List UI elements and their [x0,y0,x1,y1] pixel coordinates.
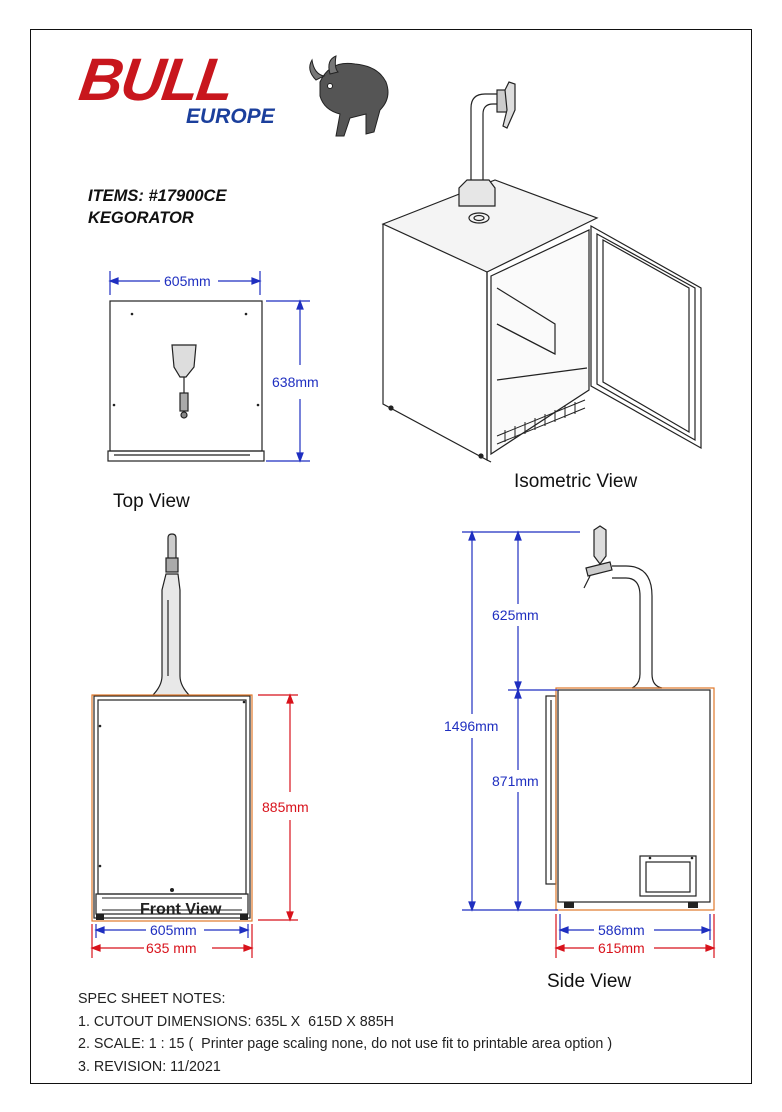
side-overall-label: 1496mm [444,718,498,734]
isometric-view-drawing [381,81,702,463]
bull-mascot-icon [309,55,389,137]
front-height-label: 885mm [262,799,309,815]
top-width-label: 605mm [164,273,211,289]
notes-heading: SPEC SHEET NOTES: [78,991,226,1007]
logo-region: EUROPE [186,105,275,128]
side-tower-label: 625mm [492,607,539,623]
front-width-label: 605mm [150,922,197,938]
item-title: ITEMS: #17900CE KEGORATOR [88,185,226,229]
front-cutout-label: 635 mm [146,940,197,956]
side-view-drawing: 625mm 1496mm 871mm 586mm 615mm [444,525,716,958]
isometric-view-label: Isometric View [514,471,638,492]
side-view-label: Side View [547,971,632,992]
top-view-drawing: 605mm 638mm [107,271,319,463]
note-scale: 2. SCALE: 1 : 15 ( Printer page scaling … [78,1036,613,1052]
spec-sheet-border [30,29,752,1084]
note-cutout: 1. CUTOUT DIMENSIONS: 635L X 615D X 885H [78,1013,394,1030]
side-body-label: 871mm [492,773,539,789]
logo-brand: BULL [75,46,237,113]
front-view-drawing: Front View 885mm 605mm 635 mm [90,533,309,958]
spec-notes: SPEC SHEET NOTES: 1. CUTOUT DIMENSIONS: … [78,988,612,1078]
side-depth-label: 586mm [598,922,645,938]
top-view-label: Top View [113,491,190,512]
front-view-overlay-label: Front View [140,901,222,918]
side-cutout-label: 615mm [598,940,645,956]
item-name: KEGORATOR [88,209,194,227]
note-revision: 3. REVISION: 11/2021 [78,1058,221,1075]
item-number: ITEMS: #17900CE [88,187,227,205]
top-depth-label: 638mm [272,374,319,390]
